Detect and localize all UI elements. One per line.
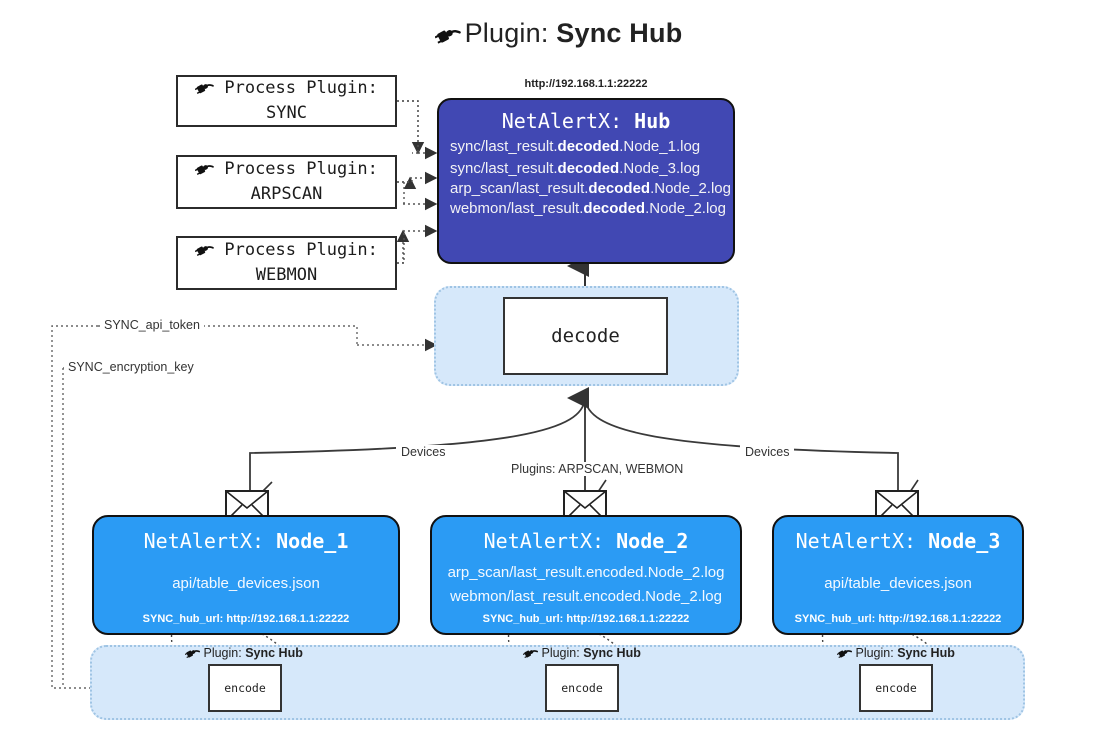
node-title-prefix: NetAlertX: <box>483 529 605 553</box>
edge-label-center-plugins: Plugins: ARPSCAN, WEBMON <box>506 462 689 476</box>
encode-label: encode <box>875 681 917 695</box>
hub-log-post: .Node_3.log <box>619 160 701 177</box>
node-title: NetAlertX: Node_3 <box>774 529 1022 553</box>
process-plugin-name: SYNC <box>266 103 307 123</box>
node-card-3[interactable]: NetAlertX: Node_3 api/table_devices.json… <box>772 515 1024 635</box>
encoder-plugin-label-3: Plugin: Sync Hub <box>836 646 955 660</box>
encode-box-2[interactable]: encode <box>545 664 619 712</box>
hub-log-row: webmon/last_result.decoded.Node_2.log <box>439 200 733 217</box>
encoder-plugin-text: Plugin: <box>203 646 242 660</box>
encoder-plugin-text: Plugin: <box>855 646 894 660</box>
node-log-line: api/table_devices.json <box>824 575 972 592</box>
process-plugin-webmon[interactable]: Process Plugin: WEBMON <box>176 236 397 290</box>
decode-label: decode <box>551 325 620 347</box>
process-plugin-arpscan[interactable]: Process Plugin: ARPSCAN <box>176 155 397 209</box>
node-title-prefix: NetAlertX: <box>143 529 265 553</box>
process-plugin-label: Process Plugin: <box>224 78 378 99</box>
node-log-line: webmon/last_result.encoded.Node_2.log <box>450 588 722 605</box>
hub-log-row: arp_scan/last_result.decoded.Node_2.log <box>439 180 733 197</box>
hub-log-mid: decoded <box>583 200 646 217</box>
title-label: Plugin: <box>464 18 549 48</box>
hub-log-post: .Node_2.log <box>645 200 726 217</box>
hub-log-mid: decoded <box>557 138 620 155</box>
hub-title: NetAlertX: Hub <box>439 109 733 133</box>
node-log-line: arp_scan/last_result.encoded.Node_2.log <box>447 564 725 581</box>
edge-label-right-devices: Devices <box>740 445 795 459</box>
node-title-name: Node_2 <box>616 529 689 553</box>
encode-box-1[interactable]: encode <box>208 664 282 712</box>
node-hub-url: SYNC_hub_url: http://192.168.1.1:22222 <box>142 613 350 625</box>
node-title-prefix: NetAlertX: <box>795 529 917 553</box>
node-title: NetAlertX: Node_1 <box>94 529 398 553</box>
hub-card[interactable]: NetAlertX: Hub sync/last_result.decoded.… <box>437 98 735 264</box>
node-log-line: api/table_devices.json <box>172 575 320 592</box>
plug-icon <box>522 646 541 660</box>
hub-log-post: .Node_2.log <box>650 180 731 197</box>
plug-icon <box>194 240 224 260</box>
encoder-plugin-name: Sync Hub <box>245 646 303 660</box>
node-card-1[interactable]: NetAlertX: Node_1 api/table_devices.json… <box>92 515 400 635</box>
hub-log-mid: decoded <box>557 160 620 177</box>
plug-icon <box>184 646 203 660</box>
process-plugin-name: ARPSCAN <box>250 184 323 204</box>
plug-icon <box>836 646 855 660</box>
node-hub-url: SYNC_hub_url: http://192.168.1.1:22222 <box>482 613 690 625</box>
process-plugin-name: WEBMON <box>255 265 318 285</box>
encoder-plugin-name: Sync Hub <box>583 646 641 660</box>
plug-icon <box>434 21 461 52</box>
secret-label-api-token: SYNC_api_token <box>100 318 204 332</box>
encoder-plugin-text: Plugin: <box>541 646 580 660</box>
encoder-plugin-name: Sync Hub <box>897 646 955 660</box>
process-plugin-sync[interactable]: Process Plugin: SYNC <box>176 75 397 127</box>
hub-log-row: sync/last_result.decoded.Node_1.log <box>439 138 733 155</box>
encode-label: encode <box>561 681 603 695</box>
node-card-2[interactable]: NetAlertX: Node_2 arp_scan/last_result.e… <box>430 515 742 635</box>
encode-label: encode <box>224 681 266 695</box>
hub-log-post: .Node_1.log <box>619 138 701 155</box>
title-name: Sync Hub <box>556 18 683 48</box>
hub-log-mid: decoded <box>588 180 651 197</box>
node-title-name: Node_3 <box>928 529 1001 553</box>
plug-icon <box>194 159 224 179</box>
encoder-plugin-label-2: Plugin: Sync Hub <box>522 646 641 660</box>
hub-log-pre: webmon/last_result. <box>450 200 584 217</box>
process-plugin-label: Process Plugin: <box>224 240 378 261</box>
hub-title-name: Hub <box>634 109 671 133</box>
process-plugin-label: Process Plugin: <box>224 159 378 180</box>
hub-log-pre: sync/last_result. <box>450 160 558 177</box>
node-hub-url: SYNC_hub_url: http://192.168.1.1:22222 <box>794 613 1002 625</box>
hub-log-pre: arp_scan/last_result. <box>450 180 589 197</box>
secret-label-encryption-key: SYNC_encryption_key <box>64 360 198 374</box>
encode-box-3[interactable]: encode <box>859 664 933 712</box>
node-title-name: Node_1 <box>276 529 349 553</box>
decode-box[interactable]: decode <box>503 297 668 375</box>
edge-label-left-devices: Devices <box>396 445 451 459</box>
hub-title-prefix: NetAlertX: <box>501 109 623 133</box>
node-title: NetAlertX: Node_2 <box>432 529 740 553</box>
page-title: Plugin: Sync Hub <box>0 18 1117 52</box>
hub-log-pre: sync/last_result. <box>450 138 558 155</box>
hub-log-row: sync/last_result.decoded.Node_3.log <box>439 160 733 177</box>
plug-icon <box>194 78 224 98</box>
hub-url: http://192.168.1.1:22222 <box>524 78 648 90</box>
encoder-plugin-label-1: Plugin: Sync Hub <box>184 646 303 660</box>
